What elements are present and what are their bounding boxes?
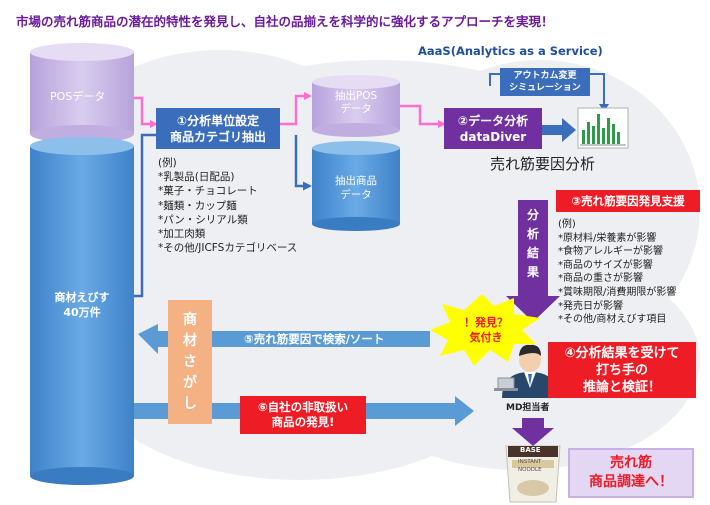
factor-example: *その他/商材えびす項目	[558, 314, 667, 326]
procurement-line1: 売れ筋	[610, 455, 652, 471]
aaas-label: AaaS(Analytics as a Service)	[418, 44, 603, 58]
step4-line3: 推論と検証！	[582, 379, 661, 395]
factor-example: *賞味期限/消費期限が影響	[558, 286, 677, 298]
analysis-result-arrow	[506, 200, 560, 322]
factor-example: *食物アレルギーが影響	[558, 246, 663, 258]
category-examples: (例) *乳製品(日配品) *菓子・チョコレート *麺類・カップ麺 *パン・シリ…	[158, 156, 297, 255]
discovery-burst	[430, 294, 540, 366]
step6-line1: ⑥自社の非取扱い	[257, 400, 349, 414]
to-chart-arrow	[542, 118, 576, 142]
step2-box: ②データ分析 dataDiver	[444, 108, 542, 149]
category-example: *パン・シリアル類	[158, 213, 248, 226]
procurement-line2: 商品調達へ！	[589, 474, 673, 490]
analysis-result-label: 分 析 結 果	[518, 206, 548, 292]
pink-arrows	[134, 92, 446, 128]
md-person-label: MD担当者	[506, 403, 550, 413]
step4-box: ④分析結果を受けて 打ち手の 推論と検証！	[548, 342, 696, 398]
extracted-pos-label: 抽出POS データ	[312, 88, 400, 118]
step4-line2: 打ち手の	[595, 362, 648, 378]
extracted-products-cylinder	[312, 141, 400, 231]
product-db-label: 商材えびす 40万件	[30, 288, 134, 322]
extracted-products-line2: データ	[340, 189, 372, 201]
category-example: *麺類・カップ麺	[158, 199, 237, 212]
product-db-cylinder	[30, 137, 134, 485]
md-person-icon	[494, 344, 558, 398]
step4-line1: ④分析結果を受けて	[564, 345, 680, 361]
product-db-line1: 商材えびす	[54, 291, 110, 304]
analysis-result-char: 結	[526, 246, 539, 260]
bestseller-analysis-label: 売れ筋要因分析	[490, 155, 596, 173]
factor-example: *原材料/栄養素が影響	[558, 232, 657, 244]
outcome-sim-line2: シミュレーション	[509, 83, 581, 93]
analysis-result-char: 析	[526, 227, 539, 241]
product-search-char: 材	[183, 332, 197, 349]
step2-line1: ②データ分析	[457, 113, 529, 128]
category-examples-title: (例)	[158, 157, 177, 169]
step1-box: ①分析単位設定 商品カテゴリ抽出	[156, 108, 280, 149]
step1-line2: 商品カテゴリ抽出	[169, 129, 266, 144]
step3-box: ③売れ筋要因発見支援	[556, 190, 700, 212]
factor-example: *商品の重さが影響	[558, 273, 643, 285]
extracted-pos-line1: 抽出POS	[334, 90, 378, 102]
procurement-arrow	[512, 418, 554, 446]
step3-label: ③売れ筋要因発見支援	[571, 194, 685, 208]
discovery-line1: ！発見？	[464, 316, 508, 329]
category-example: *菓子・チョコレート	[158, 185, 258, 198]
factor-examples-title: (例)	[558, 219, 576, 230]
discovery-line2: 気付き	[469, 331, 503, 344]
bar-chart-icon	[577, 107, 629, 149]
outcome-sim-box: アウトカム変更 シミュレーション	[500, 68, 590, 96]
factor-examples: (例) *原材料/栄養素が影響 *食物アレルギーが影響 *商品のサイズが影響 *…	[558, 218, 676, 327]
discovery-burst-label: ！発見？ 気付き	[448, 314, 524, 346]
extracted-pos-cylinder	[312, 75, 400, 137]
product-search-char: し	[183, 395, 197, 412]
blue-thin-arrows	[134, 133, 312, 298]
category-example: *乳製品(日配品)	[158, 171, 235, 184]
package-brand: BASE	[520, 446, 541, 454]
procurement-box: 売れ筋 商品調達へ！	[568, 448, 694, 498]
category-example: *加工肉類	[158, 228, 206, 241]
headline: 市場の売れ筋商品の潜在的特性を発見し、自社の品揃えを科学的に強化するアプローチを…	[16, 14, 554, 29]
product-search-char: が	[183, 374, 197, 391]
step6-box: ⑥自社の非取扱い 商品の発見!	[240, 396, 366, 434]
factor-example: *発売日が影響	[558, 300, 623, 312]
extracted-pos-line2: データ	[340, 103, 372, 115]
product-search-char: 商	[183, 311, 197, 328]
package-line2: NOODLE	[518, 467, 542, 473]
extracted-products-label: 抽出商品 データ	[312, 172, 400, 204]
pos-data-label: POSデータ	[50, 90, 106, 103]
extracted-products-line1: 抽出商品	[335, 175, 377, 187]
product-db-line2: 40万件	[63, 306, 101, 319]
outcome-sim-line1: アウトカム変更	[513, 71, 577, 81]
analysis-result-char: 分	[526, 208, 539, 222]
step6-line2: 商品の発見!	[271, 415, 335, 429]
product-package-image	[505, 445, 561, 503]
product-search-char: さ	[183, 353, 197, 370]
step2-line2: dataDiver	[459, 129, 527, 144]
package-line1: INSTANT	[518, 459, 542, 465]
product-search-box: 商 材 さ が し	[168, 300, 212, 424]
category-example: *その他/JICFSカテゴリベース	[158, 242, 298, 255]
step1-line1: ①分析単位設定	[176, 113, 260, 128]
step5-label: ⑤売れ筋要因で検索/ソート	[244, 332, 385, 346]
analysis-result-char: 果	[526, 265, 539, 279]
factor-example: *商品のサイズが影響	[558, 259, 653, 271]
